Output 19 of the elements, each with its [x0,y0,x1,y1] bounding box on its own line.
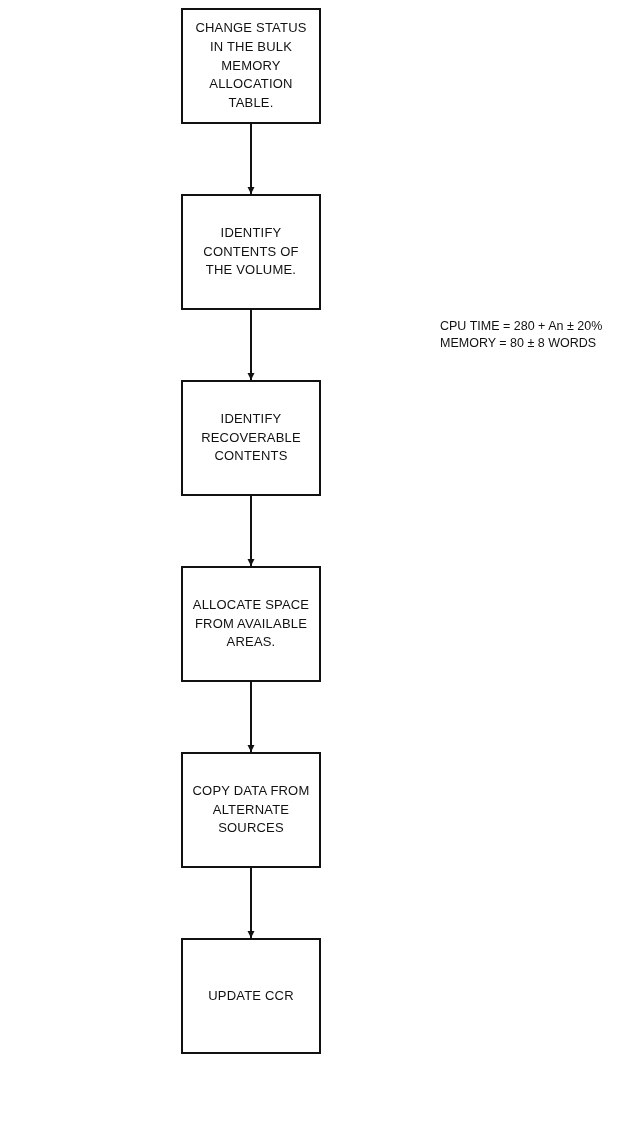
process-box [181,752,321,868]
box-text: UPDATE CCR [208,986,294,1005]
box-text: IDENTIFY RECOVERABLE CONTENTS [200,409,302,466]
resource-note: MEMORY = 80 ± 8 WORDS [440,335,597,352]
process-box [181,938,321,1054]
box-text: CHANGE STATUS IN THE BULK MEMORY ALLOCATION TABLE. [194,18,308,113]
process-box [181,8,321,124]
box-text: IDENTIFY CONTENTS OF THE VOLUME. [202,223,300,280]
process-box [181,194,321,310]
process-box [181,566,321,682]
box-text: COPY DATA FROM ALTERNATE SOURCES [191,781,311,838]
arrow [247,681,255,753]
arrow [247,123,255,195]
box-text: ALLOCATE SPACE FROM AVAILABLE AREAS. [191,595,311,652]
arrow [247,495,255,567]
resource-note: CPU TIME = 280 + An ± 20% [440,318,603,335]
arrow [247,867,255,939]
process-box [181,380,321,496]
arrow [247,309,255,381]
